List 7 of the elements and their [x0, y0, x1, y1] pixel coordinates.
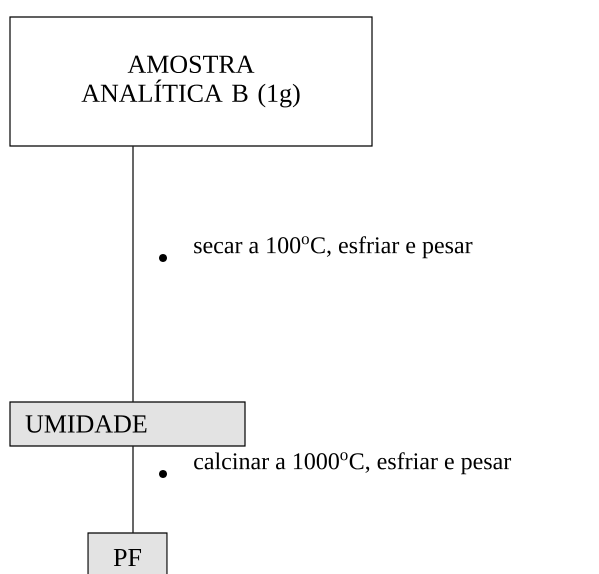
- result-box: PF: [87, 532, 168, 574]
- edge-label: calcinar a 1000$^{o}$C, esfriar e pesar: [194, 452, 512, 474]
- connector-line: [132, 146, 134, 402]
- result-box: UMIDADE: [9, 401, 246, 447]
- sample-box: AMOSTRA ANALÍTICA B (1g): [9, 16, 373, 147]
- edge-label: secar a 100$^{o}$C, esfriar e pesar: [194, 236, 472, 258]
- connector-line: [132, 446, 134, 532]
